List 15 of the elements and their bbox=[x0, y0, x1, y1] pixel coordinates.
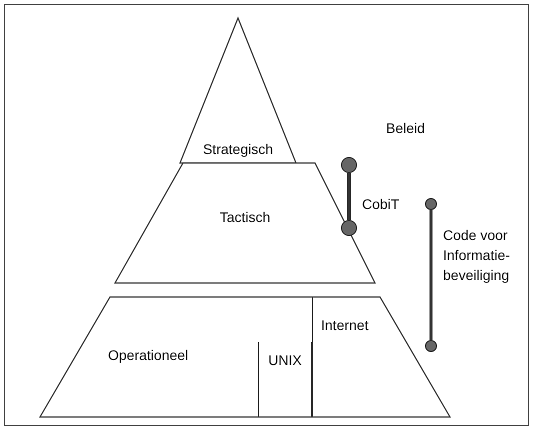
level-label: Tactisch bbox=[218, 209, 272, 225]
end-dot bbox=[425, 340, 437, 352]
connector-line bbox=[430, 210, 432, 340]
connector-line bbox=[347, 173, 351, 220]
end-dot bbox=[341, 220, 357, 236]
edge-label: Code voor Informatie-beveiliging bbox=[443, 226, 511, 285]
table-cell bbox=[258, 342, 312, 417]
level-label: Operationeel bbox=[108, 347, 188, 363]
end-dot bbox=[425, 198, 437, 210]
level-label: Strategisch bbox=[202, 141, 274, 157]
text-label: Beleid bbox=[386, 120, 425, 136]
level-label: UNIX bbox=[267, 352, 303, 368]
edge-label: CobiT bbox=[362, 195, 400, 214]
level-label: Internet bbox=[321, 317, 368, 333]
end-dot bbox=[341, 157, 357, 173]
